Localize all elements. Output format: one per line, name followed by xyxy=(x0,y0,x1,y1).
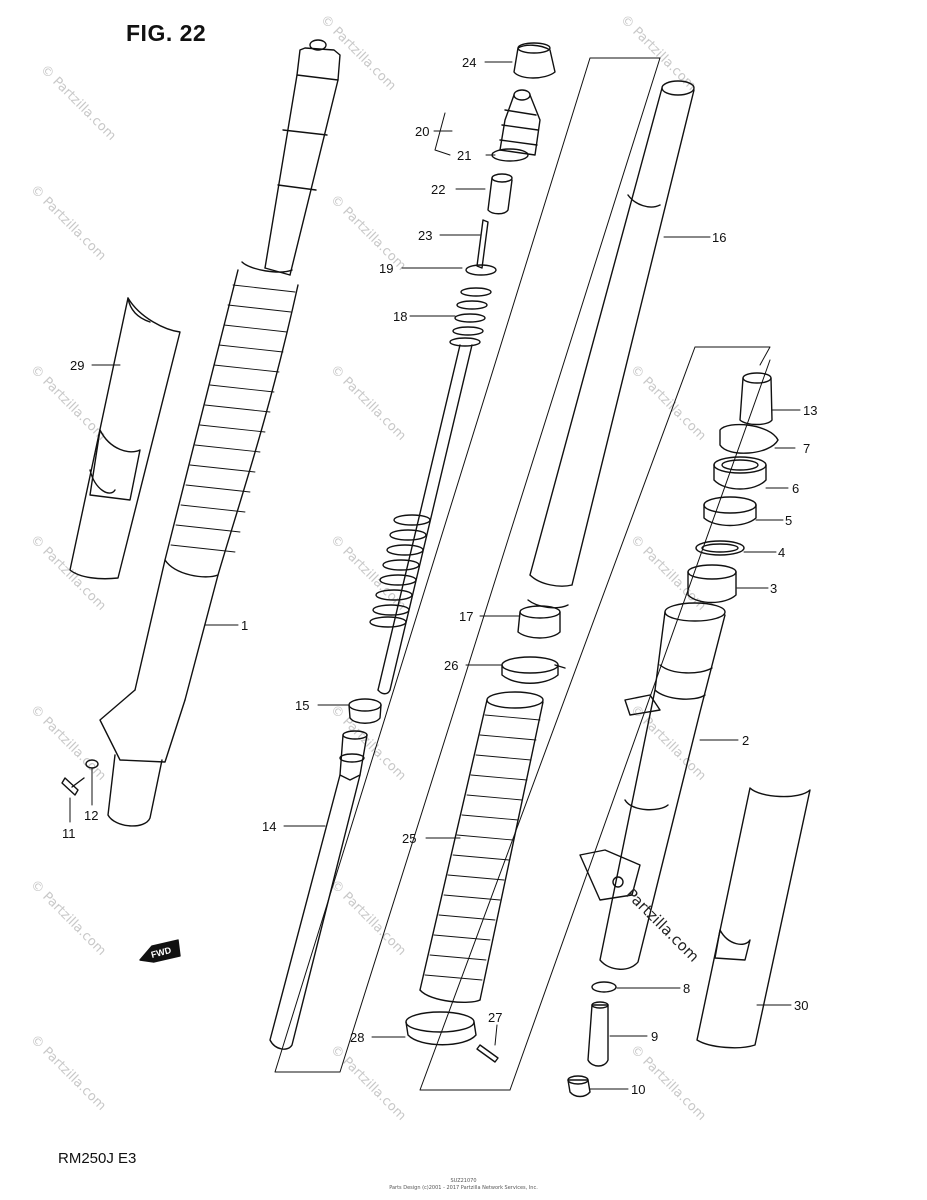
part-22-spacer xyxy=(487,173,513,215)
callout-11: 11 xyxy=(62,826,76,841)
callout-29: 29 xyxy=(70,358,84,373)
part-4-ring xyxy=(695,540,745,556)
part-17-guide-bushing xyxy=(517,605,561,639)
watermark-text: © Partzilla.com xyxy=(327,877,409,959)
callout-23: 23 xyxy=(418,228,432,243)
watermark-text: © Partzilla.com xyxy=(27,362,109,444)
callout-25: 25 xyxy=(402,831,416,846)
callout-19: 19 xyxy=(379,261,393,276)
watermark-text: © Partzilla.com xyxy=(27,182,109,264)
callout-12: 12 xyxy=(84,808,98,823)
callout-28: 28 xyxy=(350,1030,364,1045)
part-29-fork-guard xyxy=(69,297,181,580)
watermark-overlay-text: Partzilla.com xyxy=(622,885,703,966)
part-23-rod xyxy=(476,219,489,269)
callout-7: 7 xyxy=(803,441,810,456)
callout-14: 14 xyxy=(262,819,276,834)
group-bracket-lines xyxy=(274,57,771,1091)
callout-5: 5 xyxy=(785,513,792,528)
part-7-stopper-ring xyxy=(719,423,779,454)
part-19-washer xyxy=(465,264,497,276)
watermark-text: © Partzilla.com xyxy=(27,702,109,784)
callout-26: 26 xyxy=(444,658,458,673)
callout-17: 17 xyxy=(459,609,473,624)
watermark-text: © Partzilla.com xyxy=(327,192,409,274)
callout-22: 22 xyxy=(431,182,445,197)
callout-10: 10 xyxy=(631,1082,645,1097)
part-6-oil-seal xyxy=(713,456,767,490)
watermark-text: © Partzilla.com xyxy=(627,532,709,614)
part-1-fork-assembly xyxy=(99,39,341,827)
part-24-cap xyxy=(513,42,556,79)
callout-2: 2 xyxy=(742,733,749,748)
part-27-screw xyxy=(476,1044,499,1063)
callout-15: 15 xyxy=(295,698,309,713)
part-10-cap-nut xyxy=(567,1075,591,1098)
watermark-text: © Partzilla.com xyxy=(27,1032,109,1114)
callout-3: 3 xyxy=(770,581,777,596)
part-9-damper-bolt xyxy=(587,1001,609,1067)
callout-8: 8 xyxy=(683,981,690,996)
part-14-damper-cylinder xyxy=(269,730,368,1050)
callout-21: 21 xyxy=(457,148,471,163)
part-28-clamp xyxy=(405,1011,477,1046)
part-20-valve-assembly xyxy=(499,89,541,156)
watermark-text: © Partzilla.com xyxy=(37,62,119,144)
part-16-outer-tube xyxy=(527,80,695,609)
watermark-text: © Partzilla.com xyxy=(327,532,409,614)
figure-title: FIG. 22 xyxy=(126,20,207,46)
callout-4: 4 xyxy=(778,545,785,560)
callout-27: 27 xyxy=(488,1010,502,1025)
watermark-text: © Partzilla.com xyxy=(317,12,399,94)
footer-code: SUZ21070 xyxy=(450,1178,477,1184)
callout-numbers: 24 20 21 22 23 19 18 16 29 13 7 6 5 4 3 … xyxy=(62,55,817,1097)
leader-lines xyxy=(69,61,801,1090)
fwd-arrow-icon: FWD xyxy=(139,939,181,963)
callout-1: 1 xyxy=(241,618,248,633)
watermark-text: © Partzilla.com xyxy=(627,362,709,444)
part-5-washer xyxy=(703,496,757,527)
callout-30: 30 xyxy=(794,998,808,1013)
part-13-collar xyxy=(739,372,773,426)
part-3-bushing xyxy=(687,564,737,604)
part-18-damper-rod-spring xyxy=(369,287,492,695)
footer-copyright: Parts Design (c)2001 - 2017 Partzilla Ne… xyxy=(389,1185,538,1191)
callout-20: 20 xyxy=(415,124,429,139)
callout-18: 18 xyxy=(393,309,407,324)
watermark-text: © Partzilla.com xyxy=(627,702,709,784)
callout-24: 24 xyxy=(462,55,476,70)
callout-16: 16 xyxy=(712,230,726,245)
model-code: RM250J E3 xyxy=(58,1150,137,1167)
part-26-clamp xyxy=(501,656,566,684)
part-25-fork-boot xyxy=(419,691,544,1003)
part-11-bolt xyxy=(61,777,85,796)
watermark-text: © Partzilla.com xyxy=(27,877,109,959)
watermark-text: © Partzilla.com xyxy=(27,532,109,614)
callout-9: 9 xyxy=(651,1029,658,1044)
part-30-fork-guard xyxy=(696,787,811,1049)
callout-13: 13 xyxy=(803,403,817,418)
callout-6: 6 xyxy=(792,481,799,496)
watermark-text: © Partzilla.com xyxy=(327,1042,409,1124)
part-2-outer-tube xyxy=(579,602,726,970)
watermark-layer: © Partzilla.com © Partzilla.com © Partzi… xyxy=(27,12,709,1124)
watermark-text: © Partzilla.com xyxy=(327,362,409,444)
part-8-o-ring xyxy=(591,981,617,993)
